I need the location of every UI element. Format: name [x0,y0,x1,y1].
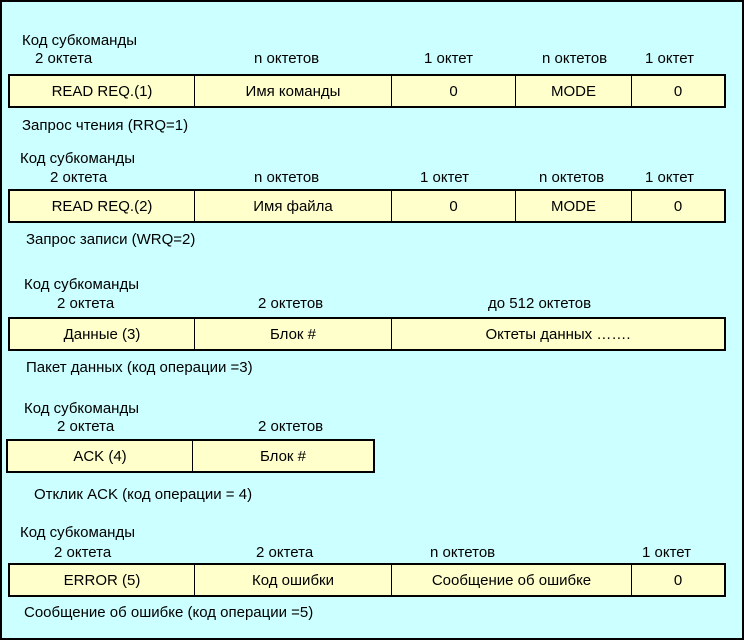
wrq-zero-cell-2: 0 [673,197,683,215]
error-opcode-cell: ERROR (5) [10,565,195,595]
section-wrq-size-opcode: 2 октета [50,169,108,186]
data-octets-cell: Октеты данных ……. [485,325,631,343]
rrq-opcode-cell: READ REQ.(1) [10,76,195,106]
section-rrq-size-mode: n октетов [542,50,608,67]
data-opcode-cell: Данные (3) [10,319,195,349]
section-wrq-size-zero1: 1 октет [420,169,469,186]
section-data-size-block: 2 октетов [258,295,324,312]
section-rrq-size-name: n октетов [254,50,320,67]
ack-opcode-cell: ACK (4) [8,441,193,471]
ack-packet-row: ACK (4) Блок # [6,439,375,473]
wrq-mode-cell: MODE [516,191,632,221]
section-rrq-size-zero2: 1 октет [645,50,694,67]
ack-caption: Отклик ACK (код операции = 4) [34,486,253,503]
data-block-cell: Блок # [195,319,392,349]
data-packet-row: Данные (3) Блок # Октеты данных ……. [8,317,726,351]
rrq-packet-row: READ REQ.(1) Имя команды 0 MODE 0 [8,74,726,108]
rrq-caption: Запрос чтения (RRQ=1) [22,117,189,134]
wrq-filename-cell: Имя файла [195,191,392,221]
rrq-zero-cell-2: 0 [673,82,683,100]
section-rrq-title: Код субкоманды [22,32,137,49]
section-ack-title: Код субкоманды [24,400,139,417]
error-code-cell: Код ошибки [195,565,392,595]
wrq-packet-row: READ REQ.(2) Имя файла 0 MODE 0 [8,189,726,223]
section-wrq-size-mode: n октетов [539,169,605,186]
section-error-size-code: 2 октета [256,544,314,561]
section-wrq-size-zero2: 1 октет [645,169,694,186]
wrq-zero-cell-1: 0 [392,191,516,221]
section-error-size-opcode: 2 октета [54,544,112,561]
error-zero-cell: 0 [673,571,683,589]
section-data-title: Код субкоманды [24,276,139,293]
section-wrq-title: Код субкоманды [20,150,135,167]
section-data-size-octets: до 512 октетов [488,295,592,312]
section-error-size-zero: 1 октет [642,544,691,561]
error-caption: Сообщение об ошибке (код операции =5) [24,604,314,621]
wrq-caption: Запрос записи (WRQ=2) [26,231,196,248]
wrq-opcode-cell: READ REQ.(2) [10,191,195,221]
section-wrq-size-name: n октетов [254,169,320,186]
section-error-size-message: n октетов [430,544,496,561]
section-error-title: Код субкоманды [20,524,135,541]
ack-block-cell: Блок # [259,447,306,465]
section-rrq-size-opcode: 2 октета [35,50,93,67]
rrq-mode-cell: MODE [516,76,632,106]
section-ack-size-block: 2 октетов [258,418,324,435]
data-caption: Пакет данных (код операции =3) [26,359,253,376]
error-message-cell: Сообщение об ошибке [392,565,632,595]
rrq-command-name-cell: Имя команды [195,76,392,106]
rrq-zero-cell-1: 0 [392,76,516,106]
section-ack-size-opcode: 2 октета [57,418,115,435]
section-data-size-opcode: 2 октета [57,295,115,312]
error-packet-row: ERROR (5) Код ошибки Сообщение об ошибке… [8,563,726,597]
section-rrq-size-zero1: 1 октет [424,50,473,67]
